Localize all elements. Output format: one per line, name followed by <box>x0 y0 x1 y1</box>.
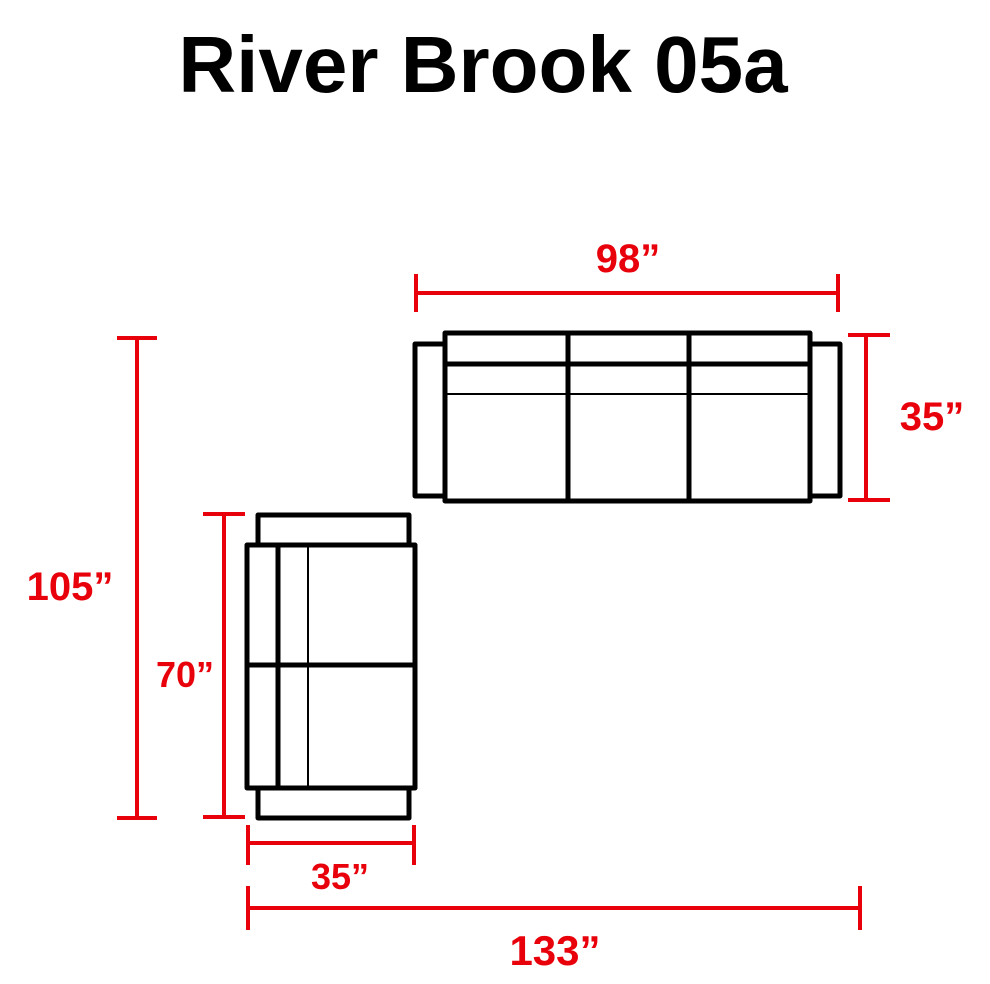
sofa-right-arm <box>807 341 843 499</box>
dimension-label: 98” <box>596 237 661 281</box>
dimension-label: 70” <box>156 654 214 695</box>
dimension-sofa-width: 98” <box>414 237 840 312</box>
dimension-label: 35” <box>900 395 965 439</box>
sofa-left-arm <box>412 341 448 499</box>
loveseat-bottom-arm <box>255 785 412 821</box>
sofa-body <box>442 330 813 504</box>
dimension-loveseat-depth: 35” <box>246 825 416 897</box>
page-title: River Brook 05a <box>178 20 788 109</box>
dimension-label: 105” <box>27 565 114 609</box>
dimension-sofa-depth: 35” <box>848 333 965 502</box>
dimension-label: 35” <box>311 856 369 897</box>
dimension-label: 133” <box>509 927 600 974</box>
sofa <box>412 330 843 504</box>
loveseat-top-arm <box>255 512 412 548</box>
dimension-loveseat-length: 70” <box>156 512 245 819</box>
dimension-total-width: 133” <box>246 886 862 974</box>
loveseat <box>244 512 418 821</box>
dimension-total-depth: 105” <box>27 336 157 820</box>
